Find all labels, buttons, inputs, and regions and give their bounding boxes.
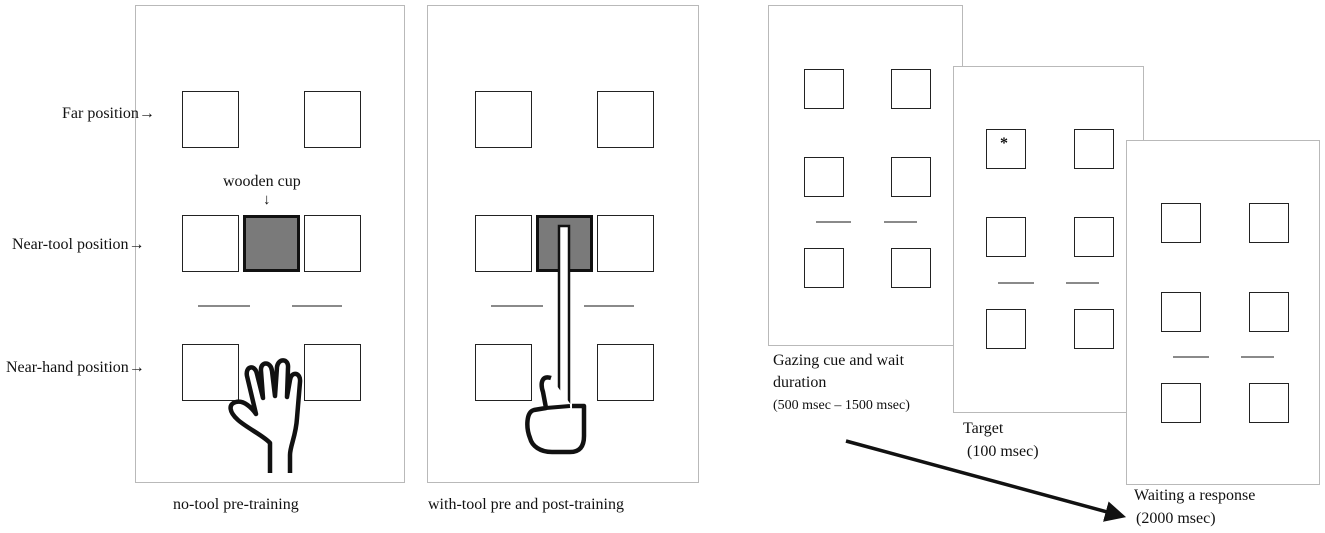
response-box-5 (1161, 383, 1201, 423)
near-hand-left-box (475, 344, 532, 401)
response-box-6 (1249, 383, 1289, 423)
response-box-1 (1161, 203, 1201, 243)
label-far-position: Far position→ (62, 105, 155, 122)
near-hand-right-box (597, 344, 654, 401)
sequence-panel-cue (768, 5, 963, 346)
target-box-6 (1074, 309, 1114, 349)
label-wooden-cup: wooden cup (223, 173, 301, 190)
caption-cue-duration: (500 msec – 1500 msec) (773, 398, 910, 413)
cue-box-2 (891, 69, 931, 109)
wooden-cup-arrow: ↓ (263, 192, 271, 208)
target-bar-right (1066, 282, 1099, 284)
fixation-bar-left (491, 305, 543, 307)
near-tool-right-box (304, 215, 361, 272)
target-box-4 (1074, 217, 1114, 257)
fixation-bar-right (292, 305, 342, 307)
caption-response: Waiting a response (1134, 487, 1256, 504)
tool-stick (557, 224, 571, 408)
cue-bar-right (884, 221, 917, 223)
target-box-3 (986, 217, 1026, 257)
cue-box-1 (804, 69, 844, 109)
cue-box-6 (891, 248, 931, 288)
far-left-box (475, 91, 532, 148)
cue-box-3 (804, 157, 844, 197)
target-bar-left (998, 282, 1034, 284)
wooden-cup-box (243, 215, 300, 272)
target-box-2 (1074, 129, 1114, 169)
near-tool-right-box (597, 215, 654, 272)
far-right-box (597, 91, 654, 148)
response-box-2 (1249, 203, 1289, 243)
caption-response-duration: (2000 msec) (1136, 510, 1216, 527)
near-tool-left-box (182, 215, 239, 272)
near-hand-right-box (304, 344, 361, 401)
response-bar-left (1173, 356, 1209, 358)
target-box-5 (986, 309, 1026, 349)
caption-with-tool: with-tool pre and post-training (428, 496, 624, 513)
caption-cue-line2: duration (773, 374, 827, 391)
sequence-panel-response (1126, 140, 1320, 485)
response-box-3 (1161, 292, 1201, 332)
cue-box-4 (891, 157, 931, 197)
caption-target-duration: (100 msec) (967, 443, 1039, 460)
label-near-tool-position: Near-tool position→ (12, 236, 145, 253)
open-hand-icon (228, 358, 303, 473)
far-left-box (182, 91, 239, 148)
caption-target: Target (963, 420, 1004, 437)
target-box-1: * (986, 129, 1026, 169)
fist-hand-icon (525, 375, 587, 455)
far-right-box (304, 91, 361, 148)
fixation-bar-left (198, 305, 250, 307)
caption-cue-line1: Gazing cue and wait (773, 352, 905, 369)
sequence-panel-target: * (953, 66, 1144, 413)
near-tool-left-box (475, 215, 532, 272)
cue-box-5 (804, 248, 844, 288)
response-bar-right (1241, 356, 1274, 358)
fixation-bar-right (584, 305, 634, 307)
cue-bar-left (816, 221, 851, 223)
label-near-hand-position: Near-hand position→ (6, 359, 145, 376)
target-asterisk: * (1000, 135, 1008, 152)
caption-no-tool: no-tool pre-training (173, 496, 299, 513)
near-hand-left-box (182, 344, 239, 401)
sequence-arrow (845, 439, 1127, 522)
response-box-4 (1249, 292, 1289, 332)
